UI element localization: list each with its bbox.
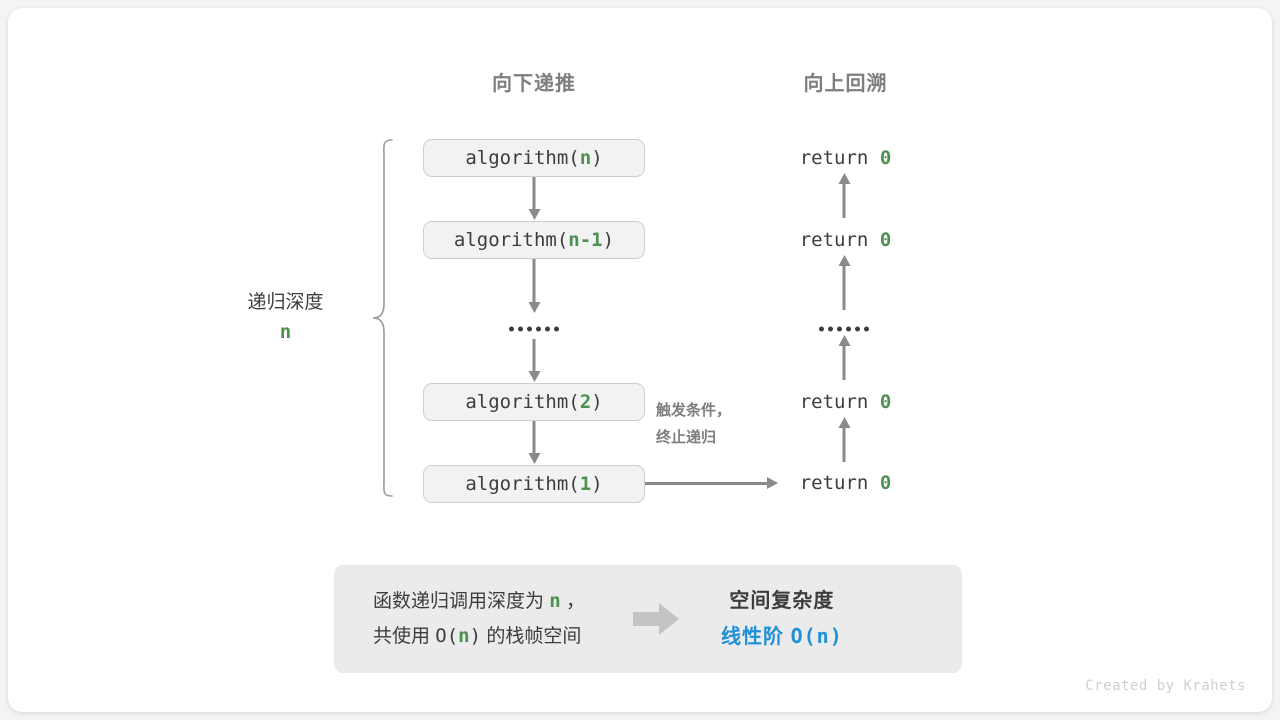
call-box-0-suffix: ) <box>591 147 603 169</box>
ellipsis-right <box>819 326 869 332</box>
right-block-arrow-icon <box>633 603 680 635</box>
arrow-down-2 <box>532 339 536 372</box>
diagram-card: 向下递推 向上回溯 递归深度 n algorithm(n) algorithm(… <box>8 8 1272 712</box>
return-stmt-0-keyword: return <box>799 147 869 169</box>
return-stmt-2-value: 0 <box>879 391 892 413</box>
return-stmt-0: return 0 <box>753 147 938 169</box>
return-stmt-1-value: 0 <box>879 229 892 251</box>
call-box-3-arg: 1 <box>579 473 592 495</box>
return-stmt-1-keyword: return <box>799 229 869 251</box>
recursion-depth-label: 递归深度 n <box>213 289 358 347</box>
return-stmt-3: return 0 <box>753 472 938 494</box>
summary-conclusion-title: 空间复杂度 <box>729 589 835 612</box>
return-stmt-0-value: 0 <box>879 147 892 169</box>
summary-conclusion-value-zh: 线性阶 <box>721 625 791 648</box>
call-box-1-suffix: ) <box>602 229 615 251</box>
ellipsis-left <box>509 326 559 332</box>
arrow-up-2 <box>842 345 846 380</box>
call-box-2-suffix: ) <box>591 391 603 413</box>
termination-condition-line1: 触发条件， <box>656 402 732 419</box>
call-box-3-suffix: ) <box>591 473 603 495</box>
call-box-1-prefix: algorithm( <box>453 229 569 251</box>
column-header-recurse-down: 向下递推 <box>492 73 576 95</box>
call-box-0-prefix: algorithm( <box>465 147 580 169</box>
arrow-up-1 <box>842 265 846 310</box>
arrow-up-0 <box>842 183 846 218</box>
summary-conclusion-value: 线性阶 O(n) <box>721 619 843 655</box>
column-header-backtrack-up: 向上回溯 <box>803 73 888 95</box>
call-box-1-arg: n-1 <box>568 229 603 251</box>
summary-line2-text-a: 共使用 <box>373 626 436 647</box>
call-box-2-prefix: algorithm( <box>465 391 580 413</box>
return-stmt-1: return 0 <box>753 229 938 251</box>
summary-line2-text-b: 的栈帧空间 <box>481 626 582 647</box>
arrow-down-1 <box>532 259 536 303</box>
arrow-base-case <box>645 482 767 485</box>
summary-line2-o: O( <box>435 625 459 647</box>
call-box-0-arg: n <box>579 147 592 169</box>
call-box-0[interactable]: algorithm(n) <box>423 139 645 177</box>
summary-line1-text-b: ， <box>560 591 586 612</box>
call-box-3-prefix: algorithm( <box>465 473 580 495</box>
summary-conclusion-value-mono: O(n) <box>790 623 843 648</box>
return-stmt-3-value: 0 <box>879 472 892 494</box>
summary-line2-n: n <box>458 625 470 647</box>
recursion-depth-value: n <box>279 321 292 343</box>
recursion-depth-text: 递归深度 <box>247 292 324 313</box>
termination-condition-label: 触发条件， 终止递归 <box>656 397 731 451</box>
credit-watermark: Created by Krahets <box>1085 678 1246 694</box>
call-box-3[interactable]: algorithm(1) <box>423 465 645 503</box>
arrow-down-3 <box>532 421 536 454</box>
summary-conclusion: 空间复杂度 线性阶 O(n) <box>721 584 843 655</box>
arrow-up-3 <box>842 427 846 462</box>
summary-line1-n: n <box>549 590 561 612</box>
summary-description: 函数递归调用深度为 n ， 共使用 O(n) 的栈帧空间 <box>373 584 585 654</box>
summary-panel: 函数递归调用深度为 n ， 共使用 O(n) 的栈帧空间 空间复杂度 线性阶 O… <box>334 565 962 673</box>
summary-description-line1: 函数递归调用深度为 n ， <box>373 584 585 619</box>
return-stmt-2-keyword: return <box>799 391 869 413</box>
summary-description-line2: 共使用 O(n) 的栈帧空间 <box>373 619 585 654</box>
call-box-2[interactable]: algorithm(2) <box>423 383 645 421</box>
call-box-1[interactable]: algorithm(n-1) <box>423 221 645 259</box>
summary-line1-text-a: 函数递归调用深度为 <box>373 591 550 612</box>
return-stmt-2: return 0 <box>753 391 938 413</box>
summary-line2-c: ) <box>469 625 482 647</box>
recursion-depth-brace <box>372 139 393 497</box>
termination-condition-line2: 终止递归 <box>656 429 717 446</box>
return-stmt-3-keyword: return <box>799 472 869 494</box>
arrow-down-0 <box>532 177 536 210</box>
call-box-2-arg: 2 <box>579 391 592 413</box>
